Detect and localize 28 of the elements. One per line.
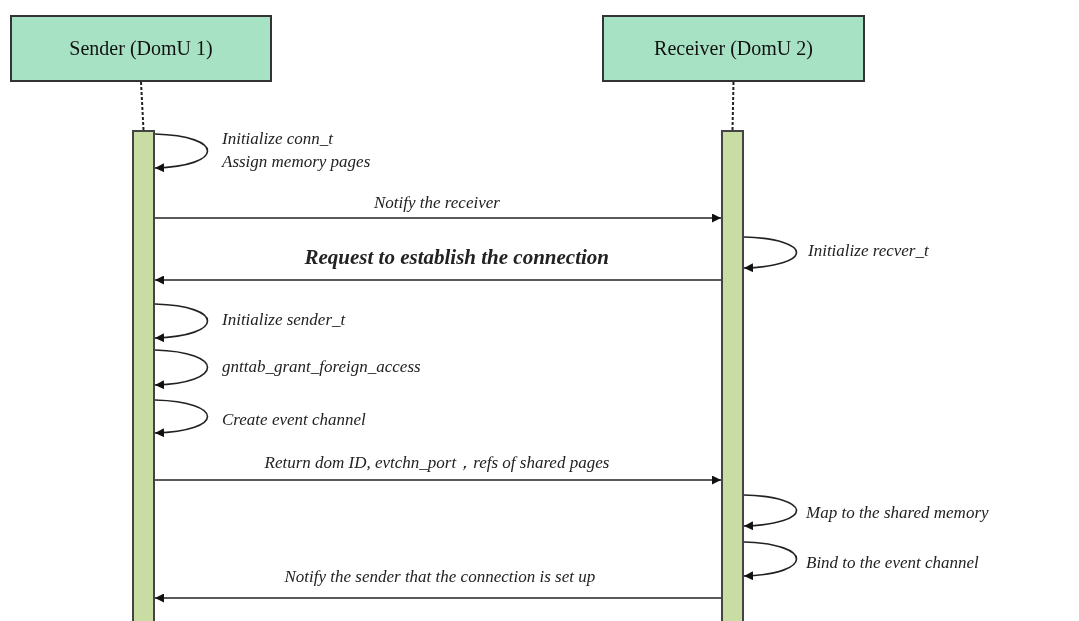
lifeline	[731, 81, 735, 131]
self-message-arrow	[743, 494, 798, 530]
edge-label: Request to establish the connection	[304, 244, 610, 271]
message-arrow	[154, 275, 722, 285]
edge-label: Initialize sender_t	[222, 309, 346, 331]
message-arrow	[154, 213, 722, 223]
edge-label: Initialize recver_t	[808, 240, 929, 262]
lifeline-header: Sender (DomU 1)	[10, 15, 272, 82]
edge-label: Bind to the event channel	[806, 552, 979, 574]
activation-bar	[721, 130, 744, 621]
message-arrow	[154, 475, 722, 485]
edge-label: Return dom ID, evtchn_port，refs of shared pages	[264, 452, 610, 474]
edge-label: Create event channel	[222, 409, 366, 431]
edge-label: Notify the receiver	[374, 192, 500, 214]
self-message-arrow	[743, 236, 798, 272]
lifeline	[140, 81, 145, 131]
edge-label: Notify the sender that the connection is set up	[284, 566, 596, 588]
edge-label: gnttab_grant_foreign_access	[222, 356, 421, 378]
message-arrow	[154, 593, 722, 603]
activation-bar	[132, 130, 155, 621]
self-message-arrow	[154, 399, 209, 437]
lifeline-header: Receiver (DomU 2)	[602, 15, 865, 82]
edge-label: Initialize conn_t Assign memory pages	[222, 128, 372, 173]
self-message-arrow	[743, 541, 798, 580]
self-message-arrow	[154, 303, 209, 342]
self-message-arrow	[154, 349, 209, 389]
self-message-arrow	[154, 133, 209, 172]
edge-label: Map to the shared memory	[806, 502, 989, 524]
